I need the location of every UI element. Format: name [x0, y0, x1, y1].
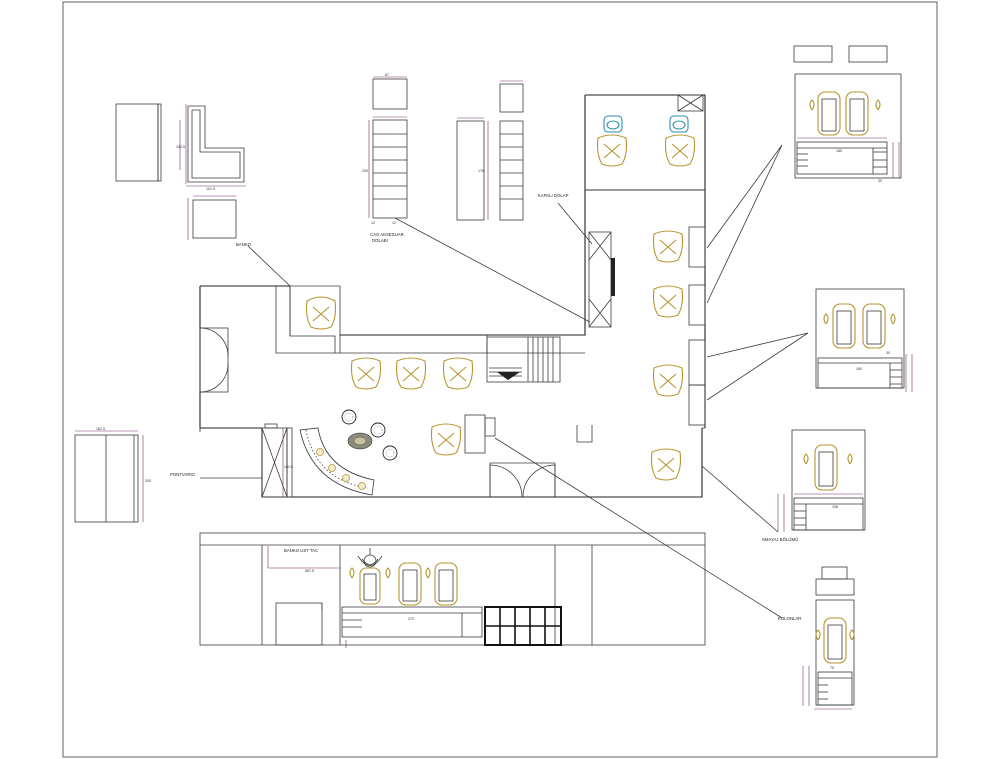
label-dolabi: DOLABI [372, 238, 388, 243]
label-pontvario: PONTVARIO [170, 472, 196, 477]
glass-shelving [484, 606, 562, 646]
lounge-sofa [299, 409, 398, 496]
cabinet-elevations: 87 200 12 12 178 [362, 73, 524, 225]
label-sminyaj-bolumu: SMAYAJ BÖLÜMÜ [762, 537, 798, 542]
dim-label: 106 [832, 505, 838, 509]
label-cag-aksesuar: CAG AKSESUAR [370, 232, 404, 237]
dim-label: 185 [836, 149, 842, 153]
dim-label: 178 [478, 169, 484, 173]
dim-label: 162.5 [284, 465, 293, 469]
main-floor-plan: 162.5 [199, 94, 706, 498]
elevation-right-2: 160 30 [815, 288, 913, 392]
stairs [486, 336, 561, 383]
dim-label: 142.5 [176, 145, 185, 149]
banko-detail-blocks: 142.5 101.5 [115, 103, 246, 240]
dim-label: 87 [385, 73, 389, 77]
label-banko-ust-tac: BANKO UST TAC [284, 548, 318, 553]
leader-lines [247, 144, 809, 619]
dim-label: 587.5 [305, 569, 314, 573]
dim-label: 30 [886, 351, 890, 355]
dim-label: 200 [145, 479, 151, 483]
banko-elevation: BANKO UST TAC 587.5 270 [199, 532, 706, 648]
dim-label: 270 [408, 617, 414, 621]
chandelier [357, 548, 383, 568]
dim-label: 101.5 [206, 187, 215, 191]
label-kolonlar: KOLONLAR [778, 616, 801, 621]
dim-label: 160 [856, 367, 862, 371]
elevation-right-4: 75 [802, 566, 855, 710]
dim-label: 162.5 [96, 427, 105, 431]
dim-label: 12 [371, 221, 375, 225]
sinks [603, 115, 689, 133]
dim-label: 30 [878, 179, 882, 183]
dim-label: 12 [392, 221, 396, 225]
label-kapali-dolap: KAPALI DOLAP [538, 193, 569, 198]
closet-elevation: 162.5 200 [74, 427, 151, 523]
label-banko: BANKO [236, 242, 252, 247]
dim-label: 200 [362, 169, 368, 173]
elevation-right-3: 106 [777, 429, 866, 532]
gold-chairs [305, 134, 696, 481]
elevation-right-1: 185 30 [793, 45, 902, 183]
dim-label: 75 [830, 666, 834, 670]
mirrors [349, 562, 458, 606]
sheet-border [62, 1, 938, 758]
